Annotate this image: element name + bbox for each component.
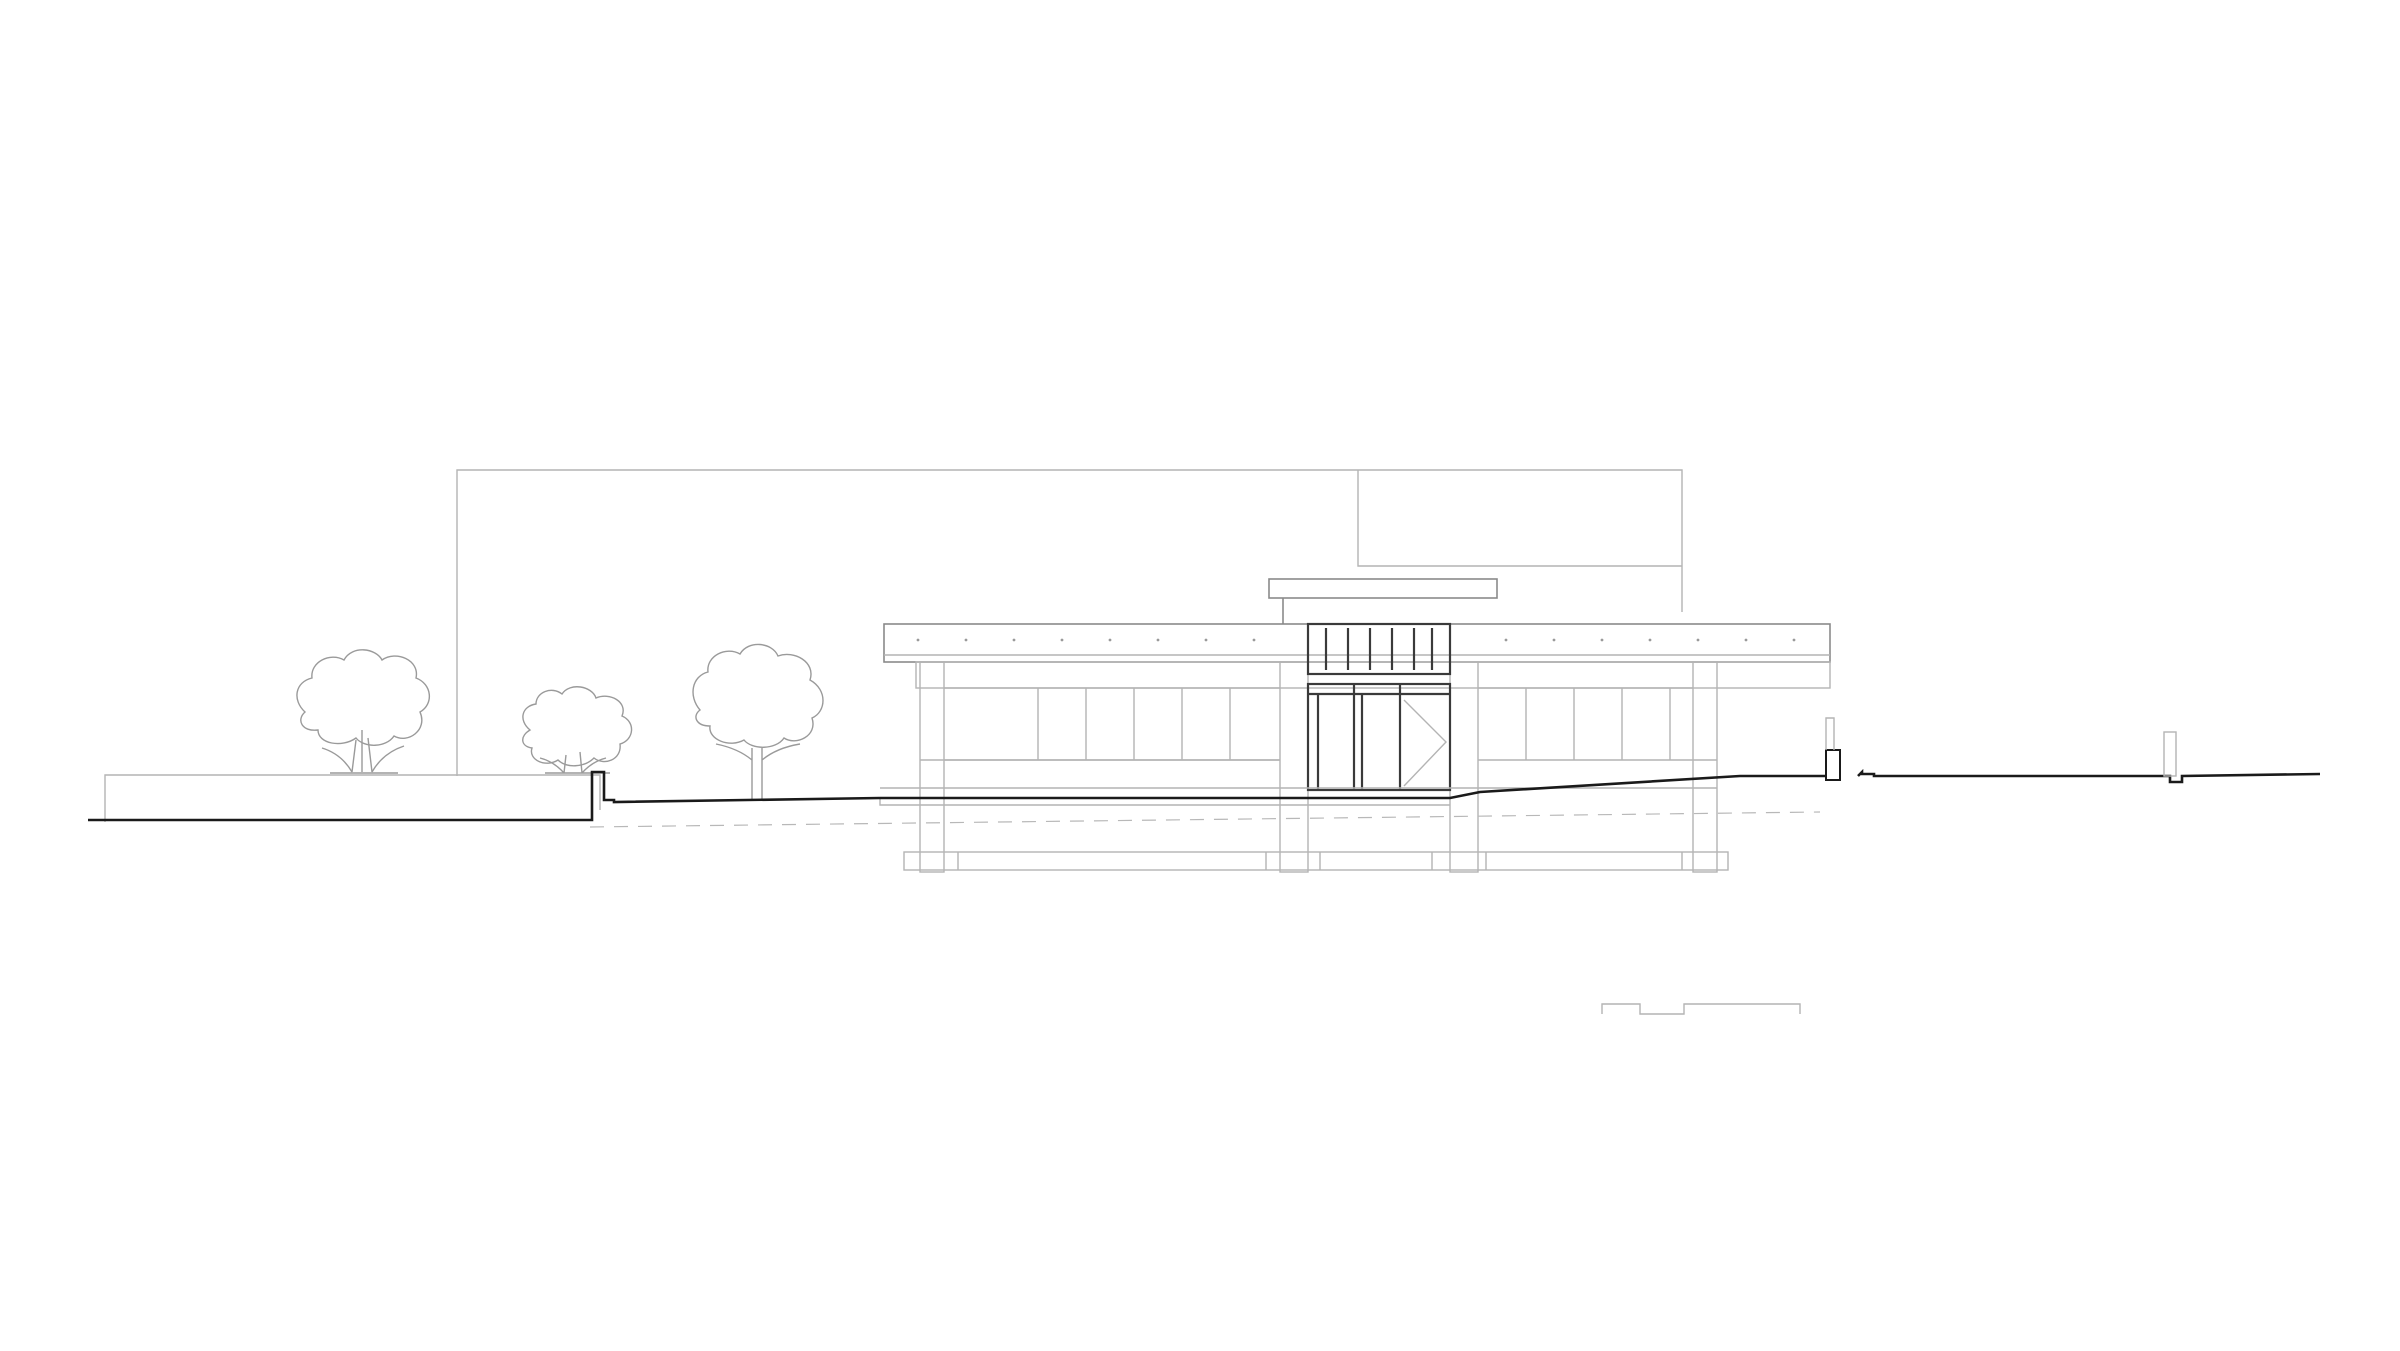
glazing-right xyxy=(1478,687,1717,761)
roof-slab xyxy=(883,623,1831,663)
retaining-wall-right xyxy=(1825,749,1841,781)
tree-middle xyxy=(522,686,633,774)
foundation xyxy=(903,851,1729,871)
glazing-left xyxy=(920,687,1280,761)
bollard-right xyxy=(2163,731,2177,777)
left-garden-wall xyxy=(104,774,601,822)
tree-right xyxy=(692,643,824,800)
roof-fixings xyxy=(916,638,1796,642)
tree-left xyxy=(296,649,430,774)
entrance-glazing xyxy=(1306,682,1452,792)
roof-lantern xyxy=(1268,578,1498,599)
ground-section-line xyxy=(88,717,2321,822)
subgrade-dashed-line xyxy=(589,811,1821,828)
background-building-outline xyxy=(456,469,1683,776)
main-building xyxy=(879,578,1831,873)
minor-detail xyxy=(1601,1003,1801,1015)
entrance-door-swing xyxy=(1403,699,1447,787)
clerestory-windows xyxy=(1306,622,1452,676)
fascia-beam xyxy=(915,661,1831,689)
floor-plate xyxy=(879,787,1717,806)
